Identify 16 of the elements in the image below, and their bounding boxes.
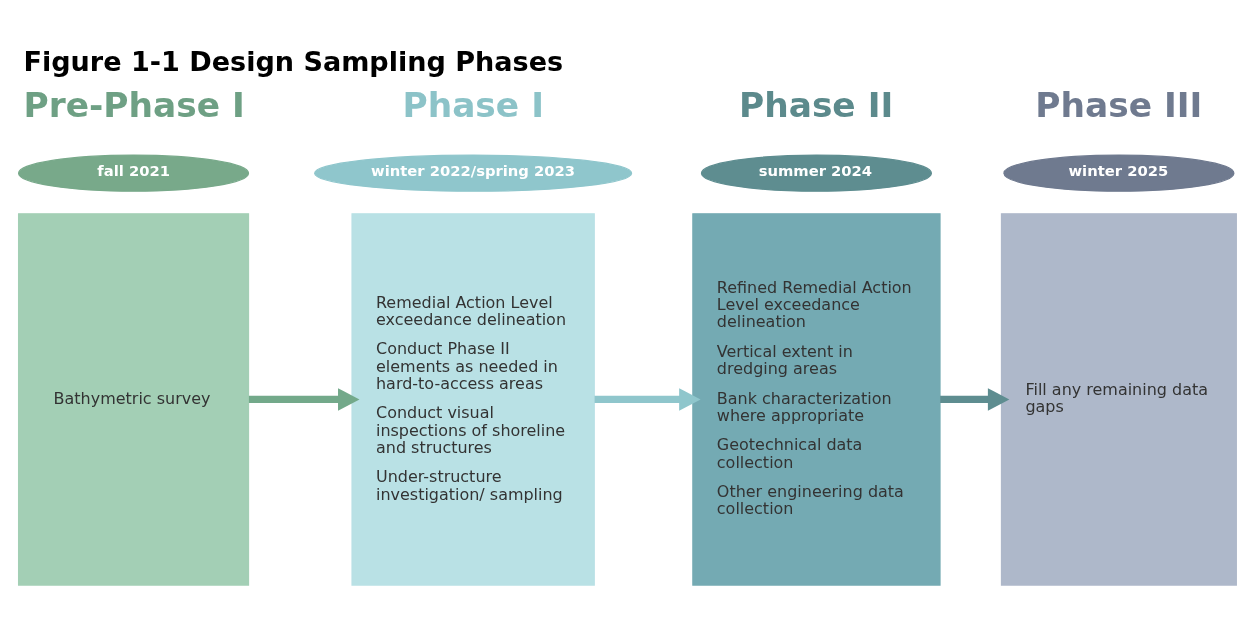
node-box: Bathymetric survey (17, 212, 250, 586)
arrow (248, 387, 360, 411)
diagram-title: Figure 1-1 Design Sampling Phases (23, 45, 564, 77)
node-box: Remedial Action Level exceedance delineation Conduct Phase II elements as needed in hard-to-access areas Conduct visual inspections of shoreline and structures Under-structure investigation/ sampling (351, 212, 595, 586)
label: Phase III (1035, 84, 1203, 124)
node-box: Fill any remaining data gaps (1000, 212, 1237, 586)
node-ellipse: winter 2022/spring 2023 (314, 154, 633, 192)
node-ellipse: fall 2021 (17, 154, 250, 192)
arrow (594, 387, 701, 411)
arrow (940, 387, 1010, 411)
label: Phase II (738, 84, 894, 124)
node-ellipse: summer 2024 (700, 154, 932, 192)
label: Pre-Phase I (23, 84, 245, 124)
node-box: Refined Remedial Action Level exceedance delineation Vertical extent in dredging areas Bank characterization where appropriate Geotechnical data collection Other engineering data collection (692, 212, 941, 586)
node-ellipse: winter 2025 (1003, 154, 1235, 192)
label: Phase I (402, 84, 544, 124)
